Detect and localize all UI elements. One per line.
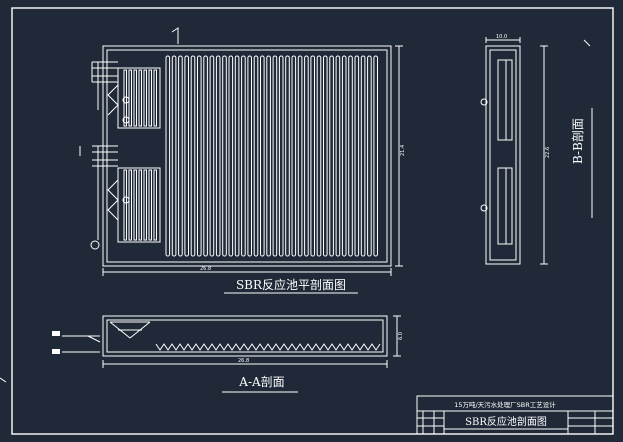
plan-fin (266, 55, 271, 257)
plan-fin (310, 55, 315, 257)
plan-fin (222, 55, 227, 257)
aa-diffuser-teeth (155, 343, 381, 351)
plan-tank-outline (102, 45, 392, 267)
bb-valve (480, 98, 488, 106)
plan-fin (335, 55, 341, 257)
section-bb-title: B-B剖面 (571, 118, 585, 164)
plan-fin (297, 55, 303, 257)
plan-fin (367, 55, 372, 257)
bb-section-arrow (583, 39, 591, 47)
plan-fin (228, 55, 234, 257)
plan-fin (329, 55, 334, 257)
aa-length-dim-text: 26.8 (238, 358, 249, 364)
plan-tank-inner-wall (106, 49, 388, 263)
plan-fin (178, 55, 183, 257)
valve-symbol (122, 96, 130, 104)
plan-fin (184, 55, 189, 257)
drawing-frame (11, 7, 614, 435)
plan-title: SBR反应池平剖面图 (236, 277, 346, 292)
plan-view (79, 27, 403, 276)
plan-fin (241, 55, 246, 257)
plan-fin (272, 55, 278, 257)
plan-fin (260, 55, 265, 257)
plan-fin (190, 55, 196, 257)
title-block-project: 15万吨/天污水处理厂SBR工艺设计 (454, 400, 556, 409)
section-aa-title: A-A剖面 (238, 375, 284, 389)
chamber-fin (128, 169, 132, 241)
plan-fin (316, 55, 322, 257)
chamber-fin (133, 169, 137, 241)
plan-fin (197, 55, 202, 257)
chamber-fin (148, 69, 152, 127)
aa-inlet-marker (52, 331, 60, 336)
plan-width-dim-text: 26.8 (200, 266, 211, 272)
chamber-fin (138, 169, 142, 241)
aa-tank-outline (102, 315, 388, 357)
chamber-fin (138, 69, 142, 127)
bb-lower-chamber (497, 167, 513, 245)
plan-height-dim-text: 21.4 (400, 145, 406, 156)
plan-fin (165, 55, 171, 257)
plan-fin (354, 55, 360, 257)
plan-fin (323, 55, 328, 257)
plan-fin (285, 55, 290, 257)
plan-fin (215, 55, 221, 257)
plan-fin (203, 55, 208, 257)
aa-tank-inner (106, 319, 384, 353)
plan-fin (341, 55, 347, 257)
plan-fin (360, 55, 366, 257)
chamber-fin (143, 169, 147, 241)
plan-fin (278, 55, 284, 257)
chamber-fin (148, 169, 152, 241)
chamber-fin (153, 169, 157, 241)
plan-aeration-fins (123, 55, 378, 257)
chamber-fin (153, 69, 157, 127)
left-pipe-gallery-upper (91, 61, 161, 129)
bb-upper-chamber (497, 59, 513, 141)
plan-fin (253, 55, 259, 257)
title-block (416, 395, 614, 435)
chamber-fin (143, 69, 147, 127)
bb-tank-outline (485, 45, 521, 265)
plan-fin (348, 55, 353, 257)
plan-fin (171, 55, 177, 257)
section-bb-view (480, 37, 591, 265)
left-pipe-gallery-lower (90, 145, 161, 250)
plan-fin (247, 55, 252, 257)
bb-width-dim-text: 10.0 (496, 34, 507, 40)
aa-outlet-marker (52, 349, 60, 354)
bb-valve (480, 204, 488, 212)
chamber-fin (123, 169, 127, 241)
valve-symbol (122, 116, 130, 124)
chamber-fin (133, 69, 137, 127)
bb-height-dim-text: 22.6 (545, 147, 551, 158)
plan-fin (209, 55, 215, 257)
aa-height-dim-text: 6.0 (398, 332, 404, 340)
plan-fin (234, 55, 240, 257)
title-block-drawing-name: SBR反应池剖面图 (465, 415, 547, 428)
cursor-tick (0, 377, 7, 383)
chamber-fin (128, 69, 132, 127)
plan-fin (373, 55, 378, 257)
plan-fin (291, 55, 297, 257)
section-aa-view (62, 315, 401, 368)
bb-tank-inner (489, 49, 517, 261)
valve-symbol (122, 196, 130, 204)
plan-fin (304, 55, 309, 257)
pump-symbol (90, 240, 100, 250)
